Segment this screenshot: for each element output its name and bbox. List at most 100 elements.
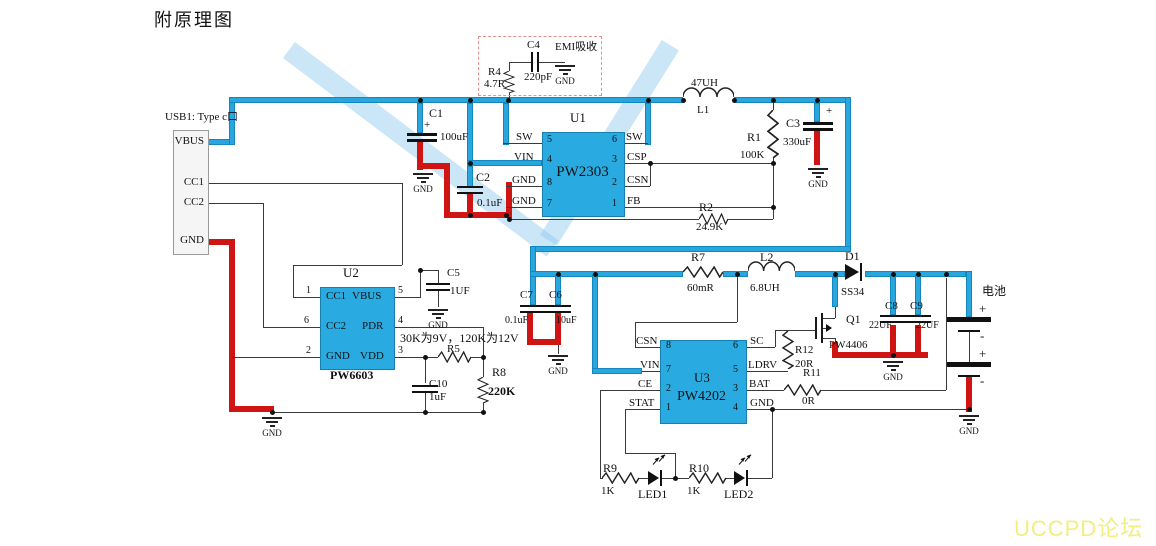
wire [734, 97, 851, 103]
r8-ref: R8 [492, 365, 507, 379]
wire [417, 142, 423, 170]
led2-arrow [744, 454, 752, 462]
junction-dot [732, 98, 737, 103]
wire [832, 352, 928, 358]
u3-part: PW4202 [677, 389, 726, 404]
led2-symbol [734, 471, 745, 485]
usb-pin-vbus: VBUS [174, 135, 204, 147]
c9-ref: C9 [910, 300, 923, 312]
capacitor-c7 [520, 305, 546, 307]
c6-value: 10uF [556, 315, 577, 326]
u1-pin-num: 7 [547, 198, 552, 209]
r10-value: 1K [687, 485, 701, 497]
inductor-l2 [748, 261, 795, 272]
battery-cell-plate [947, 317, 991, 322]
resistor-r11 [784, 384, 821, 396]
wire [558, 345, 559, 354]
capacitor-c8 [880, 321, 906, 323]
wire [969, 332, 970, 362]
c8-value: 22UF [869, 320, 892, 331]
u2-part: PW6603 [330, 368, 374, 382]
page-title: 附原理图 [154, 10, 234, 30]
wire [625, 409, 626, 453]
c3-value: 330uF [783, 136, 812, 148]
r1-value: 100K [740, 149, 765, 161]
u3-ref: U3 [694, 370, 710, 385]
wire [207, 183, 402, 184]
wire [623, 163, 773, 164]
u2-pin-num: 2 [306, 345, 311, 356]
wire [821, 390, 946, 391]
diode-d1 [845, 264, 859, 280]
wire [402, 183, 403, 265]
gnd-symbol: GND [260, 415, 284, 438]
wire [890, 274, 896, 315]
junction-dot [468, 161, 473, 166]
junction-dot [423, 355, 428, 360]
c6-ref: C6 [549, 289, 562, 301]
l1-ref: L1 [697, 104, 710, 116]
capacitor-c3 [803, 128, 833, 131]
usb-ref: USB1: Type c口 [165, 111, 238, 123]
u2-pin-num: 3 [398, 345, 403, 356]
wire [207, 139, 235, 145]
wire [966, 271, 972, 317]
wire [425, 393, 426, 412]
mosfet-q1-lead [823, 318, 835, 319]
r9-value: 1K [601, 485, 615, 497]
u1-pin-gnd7: GND [512, 195, 536, 207]
r4-value: 4.7R [484, 78, 506, 90]
wire [745, 371, 788, 372]
led1-arrow [658, 454, 666, 462]
wire [483, 357, 484, 377]
wire [467, 160, 542, 166]
chip-u1 [542, 132, 625, 217]
u1-pin-num: 1 [612, 198, 617, 209]
led1-symbol [648, 471, 659, 485]
wire [444, 212, 512, 218]
u2-pin-num: 5 [398, 285, 403, 296]
wire [509, 62, 510, 71]
u2-pin-vbus: VBUS [352, 290, 382, 302]
junction-dot [891, 272, 896, 277]
wire [467, 194, 473, 218]
u2-pin-cc1: CC1 [326, 290, 347, 302]
u1-pin-sw-l: SW [516, 131, 533, 143]
gnd-symbol: GND [426, 307, 450, 330]
junction-dot [815, 98, 820, 103]
junction-dot [673, 476, 678, 481]
c8-ref: C8 [885, 300, 898, 312]
r7-value: 60mR [687, 282, 714, 294]
u3-pin-num: 6 [733, 340, 738, 351]
r7-ref: R7 [691, 250, 706, 264]
wire [600, 390, 660, 391]
capacitor-c10 [412, 391, 438, 393]
junction-dot [270, 410, 275, 415]
wire [417, 103, 423, 133]
junction-dot [735, 272, 740, 277]
wire [229, 239, 235, 412]
r12-ref: R12 [795, 344, 814, 356]
u2-pin-vdd: VDD [360, 350, 384, 362]
u3-pin-bat: BAT [749, 378, 770, 390]
wire [832, 342, 838, 358]
junction-dot [648, 161, 653, 166]
u3-pin-num: 7 [666, 364, 671, 375]
d1-ref: D1 [845, 249, 860, 263]
capacitor-c5 [426, 283, 450, 285]
wire [745, 390, 784, 391]
resistor-r10 [689, 472, 726, 484]
wire [745, 347, 775, 348]
wire [293, 265, 294, 297]
usb-pin-cc2: CC2 [183, 196, 204, 208]
capacitor-c9 [905, 321, 931, 323]
junction-dot [771, 98, 776, 103]
u1-pin-num: 2 [612, 177, 617, 188]
c2-ref: C2 [476, 170, 491, 184]
gnd-symbol: GND [881, 359, 905, 382]
u1-pin-csn: CSN [627, 174, 649, 186]
u1-pin-num: 5 [547, 134, 552, 145]
u3-pin-ldrv: LDRV [748, 359, 778, 371]
mosfet-q1-lead [835, 338, 836, 344]
